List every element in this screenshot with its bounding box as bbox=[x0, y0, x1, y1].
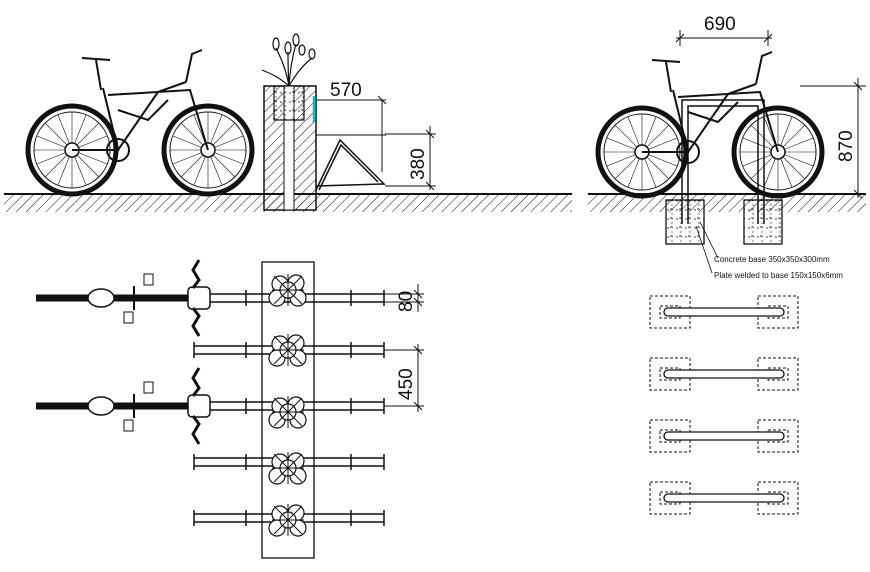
rack-posts-right bbox=[681, 99, 765, 224]
plant-icon bbox=[261, 33, 316, 87]
note-base-plate: Plate welded to base 150x150x6mm bbox=[714, 271, 843, 280]
rack-base-plan-2 bbox=[650, 358, 798, 390]
rack-base-plan-3 bbox=[650, 420, 798, 452]
bike-plan-icon bbox=[36, 260, 210, 336]
dim-label-870: 870 bbox=[836, 130, 857, 162]
dimension-690 bbox=[675, 30, 773, 46]
shrub-icon bbox=[268, 273, 307, 307]
dim-label-80: 80 bbox=[396, 291, 417, 312]
rack-base-plan-1 bbox=[650, 296, 798, 328]
concrete-base-right bbox=[743, 199, 783, 245]
shrub-icon bbox=[268, 503, 307, 537]
dimension-870 bbox=[800, 78, 866, 199]
dim-label-570: 570 bbox=[330, 80, 362, 101]
left-elevation: 570 380 bbox=[4, 33, 572, 212]
dim-label-380: 380 bbox=[408, 148, 429, 180]
bike-side-elevation-right-icon bbox=[598, 52, 822, 196]
right-plan bbox=[650, 296, 798, 514]
rack-base-plan-4 bbox=[650, 482, 798, 514]
note-concrete-base: Concrete base 350x350x300mm bbox=[714, 255, 830, 264]
dimension-570 bbox=[316, 95, 387, 172]
concrete-base-left bbox=[665, 199, 705, 245]
right-elevation: 690 870 Concrete base 350x350x300mm Plat… bbox=[588, 14, 866, 280]
bike-plan-icon bbox=[36, 368, 210, 444]
dimension-450 bbox=[384, 344, 424, 412]
planter-elevation bbox=[263, 85, 317, 211]
dim-label-450: 450 bbox=[396, 368, 417, 400]
shrub-icon bbox=[268, 395, 307, 429]
left-plan: 80 450 bbox=[36, 260, 424, 559]
dim-label-690: 690 bbox=[704, 14, 736, 35]
bike-side-elevation-icon bbox=[28, 50, 252, 194]
rack-elevation bbox=[315, 138, 386, 191]
dimension-80 bbox=[384, 284, 424, 312]
shrub-icon bbox=[268, 333, 307, 367]
leader-lines bbox=[695, 221, 719, 274]
ground-hatch-right bbox=[588, 194, 866, 212]
shrub-icon bbox=[268, 451, 307, 485]
dimension-380 bbox=[385, 126, 436, 191]
